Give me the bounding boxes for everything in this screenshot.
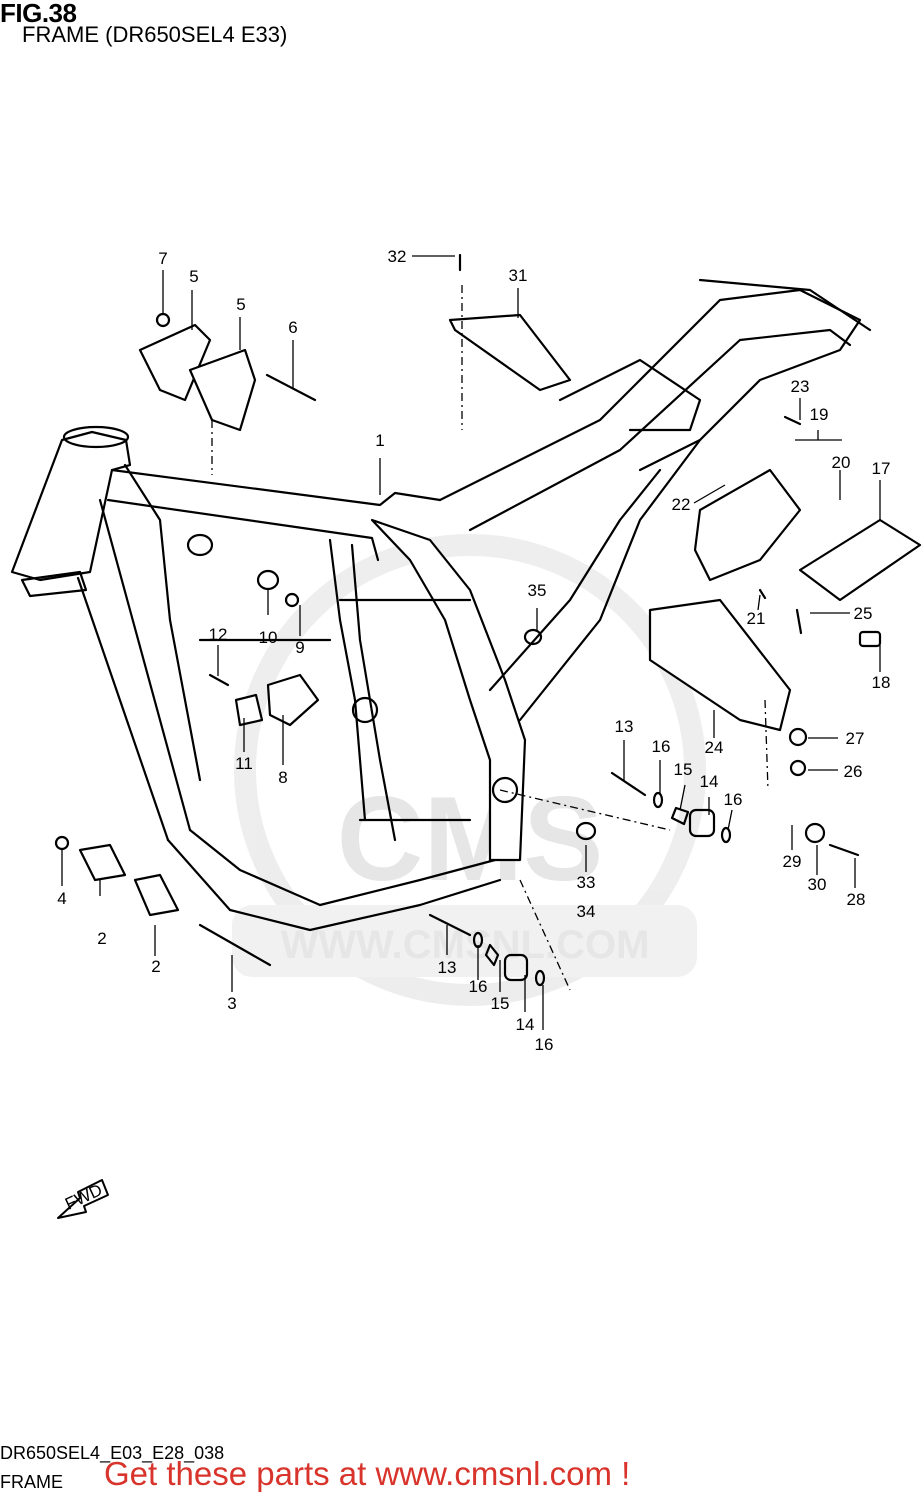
callout-8: 8 (278, 768, 287, 787)
callout-35: 35 (528, 581, 547, 600)
callout-34: 34 (577, 902, 596, 921)
callout-3: 3 (227, 994, 236, 1013)
callout-9: 9 (295, 638, 304, 657)
watermark: CMS WWW.CMSNL.COM (232, 534, 706, 1006)
callout-32: 32 (388, 247, 407, 266)
callout-10: 10 (259, 628, 278, 647)
callout-11: 11 (235, 754, 253, 773)
callout-17: 17 (872, 459, 891, 478)
callout-26: 26 (844, 762, 863, 781)
callout-33: 33 (577, 873, 596, 892)
diagram-code: DR650SEL4_E03_E28_038 (0, 1443, 225, 1463)
callout-21: 21 (747, 609, 766, 628)
callout-1: 1 (375, 431, 384, 450)
callout-22: 22 (672, 495, 691, 514)
callout-16a: 16 (652, 737, 671, 756)
callout-16b: 16 (724, 790, 743, 809)
callout-31: 31 (509, 266, 528, 285)
callout-16c: 16 (469, 977, 488, 996)
callout-2a: 2 (97, 929, 106, 948)
callout-29: 29 (783, 852, 802, 871)
callout-23: 23 (791, 377, 810, 396)
callout-27: 27 (846, 729, 865, 748)
callout-12: 12 (209, 625, 228, 644)
callout-13b: 13 (438, 958, 457, 977)
watermark-logo: CMS (337, 772, 604, 906)
callout-5b: 5 (236, 295, 245, 314)
callout-5a: 5 (189, 267, 198, 286)
callout-30: 30 (808, 875, 827, 894)
callout-18: 18 (872, 673, 891, 692)
callout-20: 20 (832, 453, 851, 472)
diagram-name: FRAME (0, 1472, 63, 1492)
promo-link[interactable]: Get these parts at www.cmsnl.com ! (104, 1455, 631, 1492)
callout-14b: 14 (516, 1015, 535, 1034)
frame-assembly (10, 253, 922, 1219)
callout-15a: 15 (674, 760, 693, 779)
callout-2b: 2 (151, 957, 160, 976)
watermark-text: WWW.CMSNL.COM (281, 923, 650, 967)
callout-14a: 14 (700, 772, 719, 791)
figure-label: FIG.38 (0, 0, 77, 28)
callout-24: 24 (705, 738, 724, 757)
callout-25: 25 (854, 604, 873, 623)
callout-7: 7 (158, 249, 167, 268)
figure-subtitle: FRAME (DR650SEL4 E33) (22, 22, 288, 47)
callout-19: 19 (810, 405, 829, 424)
callout-4: 4 (57, 889, 66, 908)
callout-labels: 1 2 2 3 4 5 5 6 7 8 9 10 11 12 13 13 14 … (57, 247, 890, 1214)
callout-15b: 15 (491, 994, 510, 1013)
callout-13a: 13 (615, 717, 634, 736)
callout-28: 28 (847, 890, 866, 909)
callout-6: 6 (288, 318, 297, 337)
leader-lines (61, 255, 881, 1030)
callout-16d: 16 (535, 1035, 554, 1054)
